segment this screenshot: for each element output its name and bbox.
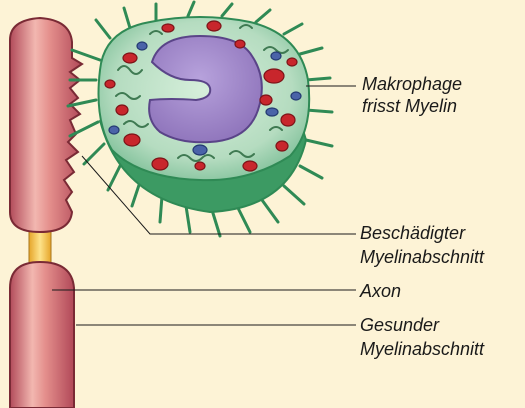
label-macrophage-line1: Makrophage [362,73,462,95]
healthy-myelin-segment [10,262,74,408]
label-healthy-line2: Myelinabschnitt [360,338,484,360]
label-axon: Axon [360,280,401,302]
label-healthy-line1: Gesunder [360,314,439,336]
label-damaged-line2: Myelinabschnitt [360,246,484,268]
label-macrophage-line2: frisst Myelin [362,95,457,117]
label-damaged-line1: Beschädigter [360,222,465,244]
